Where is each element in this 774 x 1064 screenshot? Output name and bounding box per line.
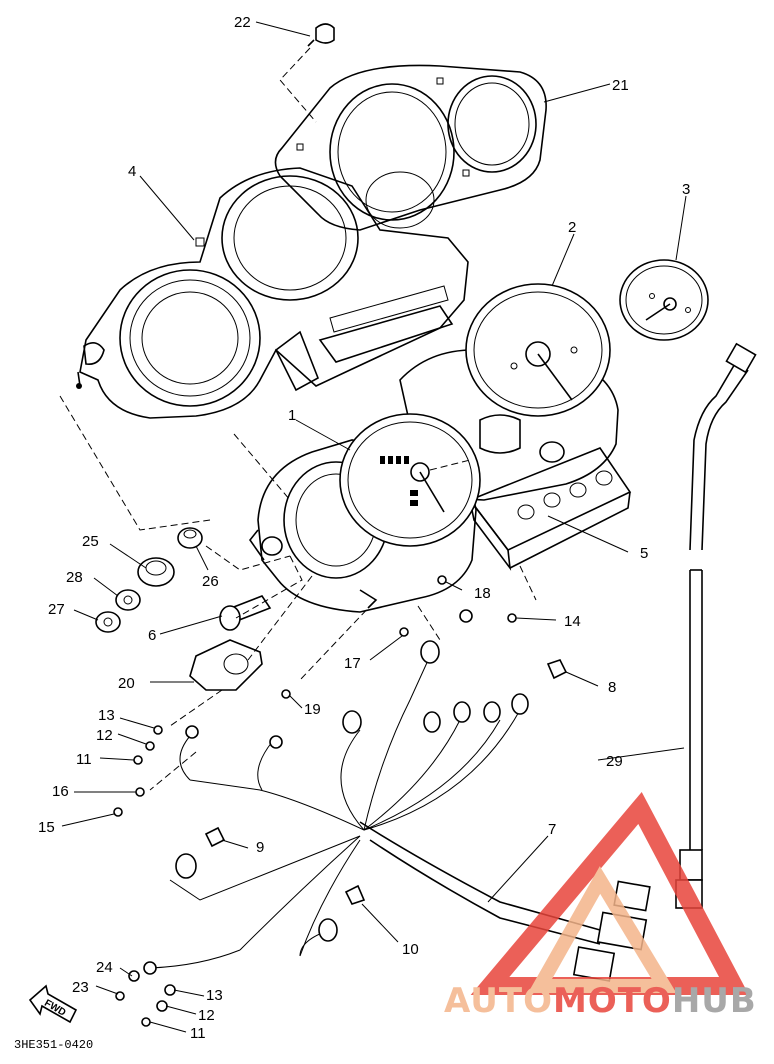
callout-3: 3 <box>682 181 690 198</box>
callout-28: 28 <box>66 569 83 586</box>
callout-11: 11 <box>76 751 92 768</box>
wire-harness <box>143 609 651 982</box>
watermark: AUTOMOTOHUB <box>444 791 757 1021</box>
watermark-triangle-inner <box>527 866 677 993</box>
part-25-grommet <box>137 557 175 587</box>
watermark-text: AUTOMOTOHUB <box>444 981 757 1021</box>
part-28-washer <box>115 589 141 611</box>
callout-9: 9 <box>256 839 264 856</box>
callout-15: 15 <box>38 819 55 836</box>
callout-24: 24 <box>96 959 113 976</box>
tachometer <box>399 283 619 501</box>
callout-6: 6 <box>148 627 156 644</box>
callout-13: 13 <box>98 707 115 724</box>
callout-4: 4 <box>128 163 136 180</box>
screws <box>113 575 517 1027</box>
callout-23: 23 <box>72 979 89 996</box>
callout-21: 21 <box>612 77 629 94</box>
indicator-panel <box>468 447 632 571</box>
leader-lines <box>61 21 687 1033</box>
callout-8: 8 <box>608 679 616 696</box>
part-10-bulb <box>344 884 366 905</box>
speedometer <box>249 413 481 613</box>
callout-7: 7 <box>548 821 556 838</box>
watermark-auto: AUTO <box>444 981 553 1021</box>
callout-10: 10 <box>402 941 419 958</box>
part-code: 3HE351-0420 <box>14 1038 93 1052</box>
part-27-nut <box>95 611 121 633</box>
callout-16: 16 <box>52 783 69 800</box>
watermark-moto: MOTO <box>553 981 672 1021</box>
assembly-lines <box>59 47 537 791</box>
watermark-hub: HUB <box>672 981 757 1021</box>
callout-12: 12 <box>96 727 113 744</box>
fwd-label: FWD <box>42 998 67 1019</box>
fwd-arrow: FWD <box>28 984 78 1024</box>
callout-20: 20 <box>118 675 135 692</box>
callout-27: 27 <box>48 601 65 618</box>
callout-13b: 13 <box>206 987 223 1004</box>
callout-1: 1 <box>288 407 296 424</box>
part-22-bolt <box>307 23 335 47</box>
temperature-gauge <box>619 259 709 341</box>
callout-19: 19 <box>304 701 321 718</box>
part-6-knob <box>219 595 272 631</box>
callout-22: 22 <box>234 14 251 31</box>
callout-25: 25 <box>82 533 99 550</box>
callout-18: 18 <box>474 585 491 602</box>
part-9-bulb <box>204 826 226 848</box>
callout-26: 26 <box>202 573 219 590</box>
speedometer-cable <box>675 342 757 909</box>
callout-29: 29 <box>606 753 623 770</box>
callout-11b: 11 <box>190 1025 206 1042</box>
callout-14: 14 <box>564 613 581 630</box>
part-26-collar <box>177 527 203 549</box>
callout-12b: 12 <box>198 1007 215 1024</box>
callout-labels: 22 21 4 3 2 1 5 25 26 28 27 6 20 18 14 1… <box>38 14 690 1042</box>
part-8-bulb <box>546 659 568 680</box>
callout-5: 5 <box>640 545 648 562</box>
meter-visor <box>274 64 547 231</box>
callout-2: 2 <box>568 219 576 236</box>
callout-17: 17 <box>344 655 361 672</box>
meter-case <box>76 167 469 419</box>
part-20-trip-meter-knob <box>189 639 263 691</box>
